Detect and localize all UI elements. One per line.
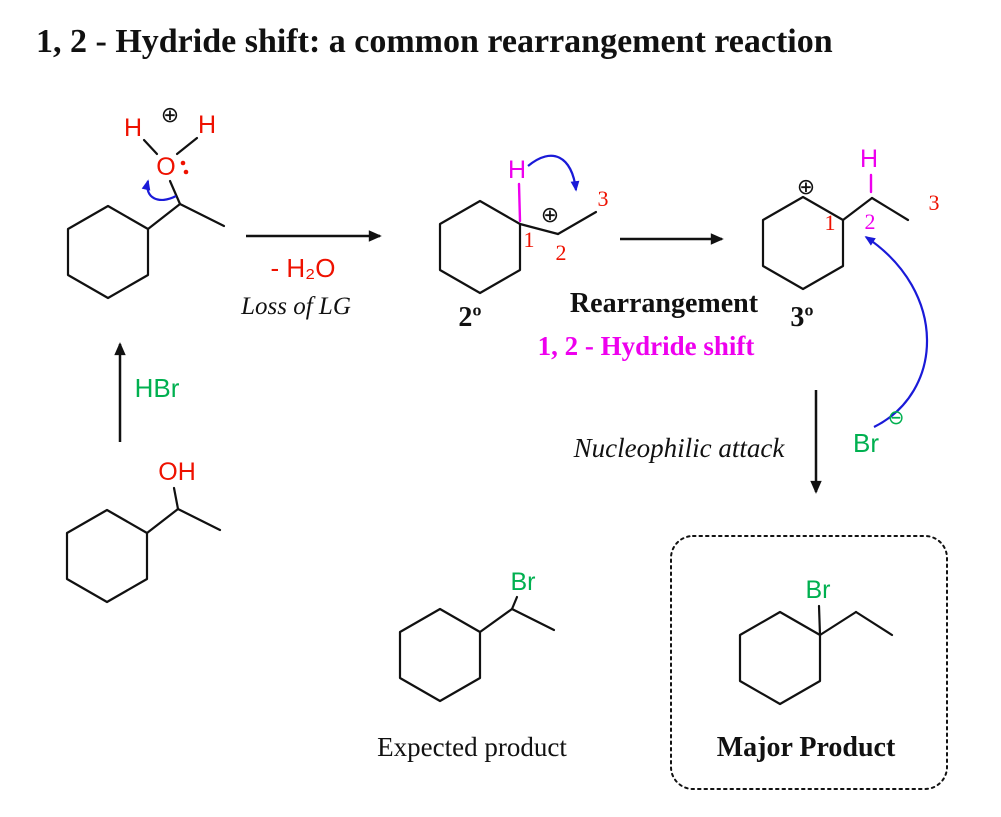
starting-alcohol-structure: OH HBr [65, 342, 222, 604]
plus-charge-icon: ⊕ [161, 103, 179, 128]
c1-hydride-bond [517, 182, 522, 223]
expected-product-structure: Br Expected product [377, 568, 567, 762]
major-product-structure: Br Major Product [670, 535, 948, 790]
c2-c3-bond [870, 196, 910, 222]
carbon-br-bond [510, 595, 519, 611]
carbon-3-number: 3 [929, 190, 940, 215]
plus-charge-icon: ⊕ [541, 203, 559, 228]
step2-rearrangement: Rearrangement 1, 2 - Hydride shift [538, 233, 759, 361]
carbon-1-number: 1 [825, 210, 836, 235]
carbon-2-number: 2 [556, 240, 567, 265]
minus-water-label: - H₂O [271, 253, 336, 283]
plus-charge-icon: ⊕ [797, 175, 815, 200]
hbr-reagent-label: HBr [135, 373, 180, 403]
lone-pair-dot [183, 169, 189, 175]
loss-of-lg-label: Loss of LG [240, 293, 351, 320]
ring-to-carbon-bond [146, 202, 182, 231]
carbon-oh-bond [172, 486, 180, 511]
ring-to-carbon-bond [478, 607, 514, 634]
ring-to-carbon-bond [145, 507, 180, 535]
carbon-methyl-bond [178, 202, 226, 228]
oxygen-h-right-bond [175, 136, 199, 156]
tertiary-degree-label: 3º [790, 302, 813, 333]
protonated-alcohol-structure: H H ⊕ O [66, 103, 226, 300]
bromo-label: Br [806, 576, 831, 604]
cyclohexane-ring [738, 610, 822, 706]
cyclohexane-ring [66, 204, 150, 300]
h-left-label: H [124, 114, 142, 142]
step1-loss-of-lg: - H₂O Loss of LG [240, 230, 382, 320]
carbon-oxygen-bond [168, 179, 182, 206]
hydride-shift-electron-arrow [527, 154, 580, 192]
hydroxyl-label: OH [158, 458, 196, 486]
major-product-caption: Major Product [717, 732, 896, 763]
cyclohexane-ring [65, 508, 149, 604]
c2-c3-bond [854, 610, 894, 637]
secondary-carbocation-structure: H 1 ⊕ 2 3 2º [438, 154, 609, 333]
carbon-methyl-bond [176, 507, 222, 532]
bond-cleavage-electron-arrow [141, 179, 177, 201]
nucleophilic-attack-label: Nucleophilic attack [573, 433, 786, 463]
carbon-1-number: 1 [524, 227, 535, 252]
lone-pair-dot [180, 160, 186, 166]
expected-product-caption: Expected product [377, 732, 567, 762]
minus-charge-icon: ⊖ [888, 405, 905, 429]
carbon-2-number: 2 [865, 209, 876, 234]
rearrangement-label: Rearrangement [570, 288, 759, 319]
cyclohexane-ring [438, 199, 522, 295]
nucleophilic-attack-step: Br ⊖ Nucleophilic attack [573, 236, 928, 494]
bromo-label: Br [511, 568, 536, 596]
oxygen-h-left-bond [142, 138, 159, 156]
cyclohexane-ring [398, 607, 482, 703]
page-title: 1, 2 - Hydride shift: a common rearrange… [36, 23, 833, 60]
hydride-shift-label: 1, 2 - Hydride shift [538, 331, 755, 361]
major-product-box [670, 535, 948, 790]
hydride-label: H [508, 156, 526, 184]
nucleophile-attack-electron-arrow [864, 236, 928, 428]
c1-c2-bond [841, 196, 874, 222]
c2-c3-bond [556, 210, 598, 236]
c1-c2-bond [518, 222, 560, 236]
carbon-methyl-bond [510, 607, 556, 632]
h-right-label: H [198, 111, 216, 139]
carbon-3-number: 3 [598, 186, 609, 211]
secondary-degree-label: 2º [458, 302, 481, 333]
tertiary-carbocation-structure: ⊕ H 1 2 3 3º [761, 145, 940, 333]
bromide-label: Br [853, 428, 879, 458]
hydride-label: H [860, 145, 878, 173]
oxygen-label: O [156, 153, 175, 181]
c1-c2-bond [818, 610, 858, 637]
carbon-br-bond [817, 604, 822, 637]
